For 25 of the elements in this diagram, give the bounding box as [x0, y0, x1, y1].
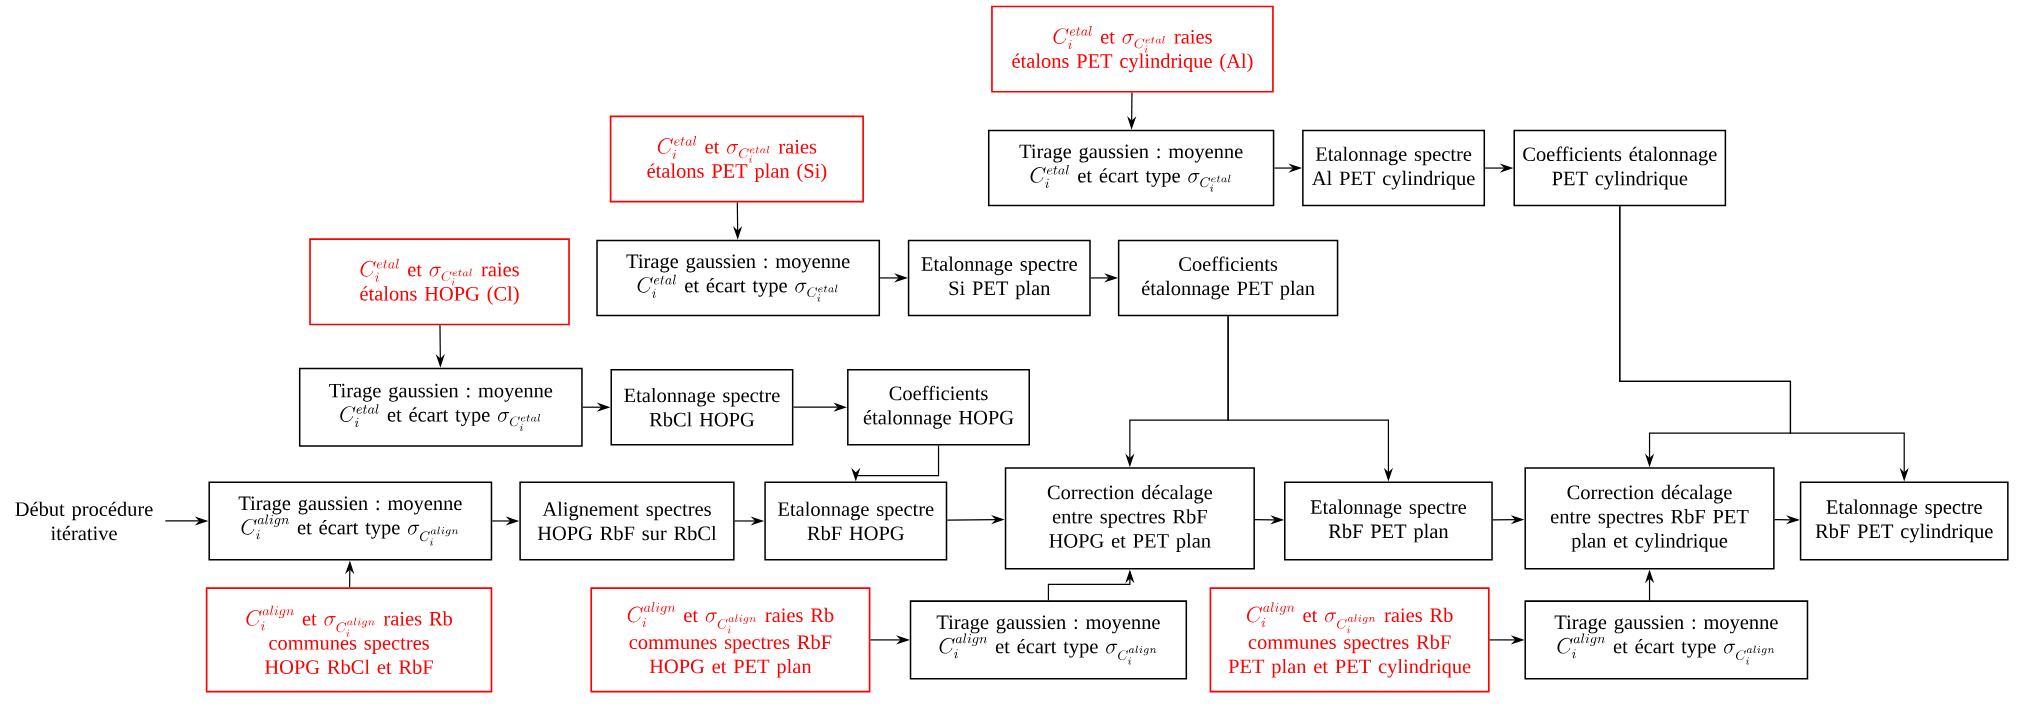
process-box: Etalonnage spectre RbCl HOPG: [610, 368, 794, 446]
process-box: Tirage gaussien : moyenne $C_i^{align}\text{ et écart type }\sigma_{C_i^{align}}$: [909, 600, 1188, 680]
input-box: $C_i^{align}\text{ et }\sigma_{C_i^{align}}\text{ raies Rb}$ communes spectres RbF HOPG et PET plan: [590, 587, 871, 693]
process-box: Etalonnage spectre Si PET plan: [907, 239, 1091, 317]
input-box: $C_i^{align}\text{ et }\sigma_{C_i^{align}}\text{ raies Rb}$ communes spectres HOPG RbCl et RbF: [205, 587, 493, 693]
process-box: Coefficients étalonnage HOPG: [847, 368, 1030, 446]
process-box: Correction décalage entre spectres RbF HOPG et PET plan: [1004, 467, 1255, 570]
input-box: $C_i^{etal}\text{ et }\sigma_{C_i^{etal}}\text{ raies}$ étalons HOPG (Cl): [309, 238, 570, 326]
process-box: Etalonnage spectre RbF PET cylindrique: [1799, 481, 2009, 561]
process-box: Etalonnage spectre RbF HOPG: [764, 481, 948, 561]
process-box: Tirage gaussien : moyenne $C_i^{align}\text{ et écart type }\sigma_{C_i^{align}}$: [208, 481, 493, 561]
start-text: Début procédure itérative: [15, 501, 153, 541]
process-box: Tirage gaussien : moyenne $C_i^{align}\text{ et écart type }\sigma_{C_i^{align}}$: [1524, 600, 1809, 680]
process-box: Correction décalage entre spectres RbF PET plan et cylindrique: [1524, 467, 1775, 570]
process-box: Tirage gaussien : moyenne $C_i^{etal}\text{ et écart type }\sigma_{C_i^{etal}}$: [298, 367, 583, 447]
process-box: Tirage gaussien : moyenne $C_i^{etal}\text{ et écart type }\sigma_{C_i^{etal}}$: [596, 239, 881, 317]
process-box: Coefficients étalonnage PET plan: [1117, 239, 1339, 317]
process-box: Coefficients étalonnage PET cylindrique: [1513, 129, 1727, 207]
process-box: Tirage gaussien : moyenne $C_i^{etal}\text{ et écart type }\sigma_{C_i^{etal}}$: [987, 129, 1275, 207]
process-box: Etalonnage spectre Al PET cylindrique: [1302, 129, 1486, 207]
input-box: $C_i^{etal}\text{ et }\sigma_{C_i^{etal}}\text{ raies}$ étalons PET plan (Si): [609, 115, 864, 203]
process-box: Etalonnage spectre RbF PET plan: [1284, 481, 1493, 561]
input-box: $C_i^{etal}\text{ et }\sigma_{C_i^{etal}}\text{ raies}$ étalons PET cylindrique (Al): [991, 5, 1274, 93]
process-box: Alignement spectres HOPG RbF sur RbCl: [519, 481, 735, 561]
input-box: $C_i^{align}\text{ et }\sigma_{C_i^{align}}\text{ raies Rb}$ communes spectres RbF PET plan et PET cylindrique: [1209, 587, 1490, 693]
